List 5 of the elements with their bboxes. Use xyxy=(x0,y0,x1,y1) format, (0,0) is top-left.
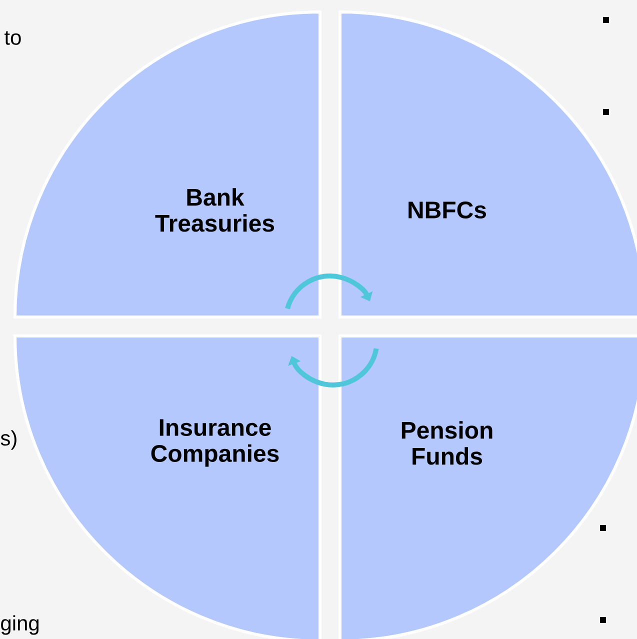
quadrant-segment: NBFCs xyxy=(338,10,637,318)
quadrant-segment: Pension Funds xyxy=(338,334,637,639)
curved-arrow xyxy=(285,274,373,310)
text-fragment: s) xyxy=(0,430,16,450)
curved-arrow xyxy=(288,348,379,388)
